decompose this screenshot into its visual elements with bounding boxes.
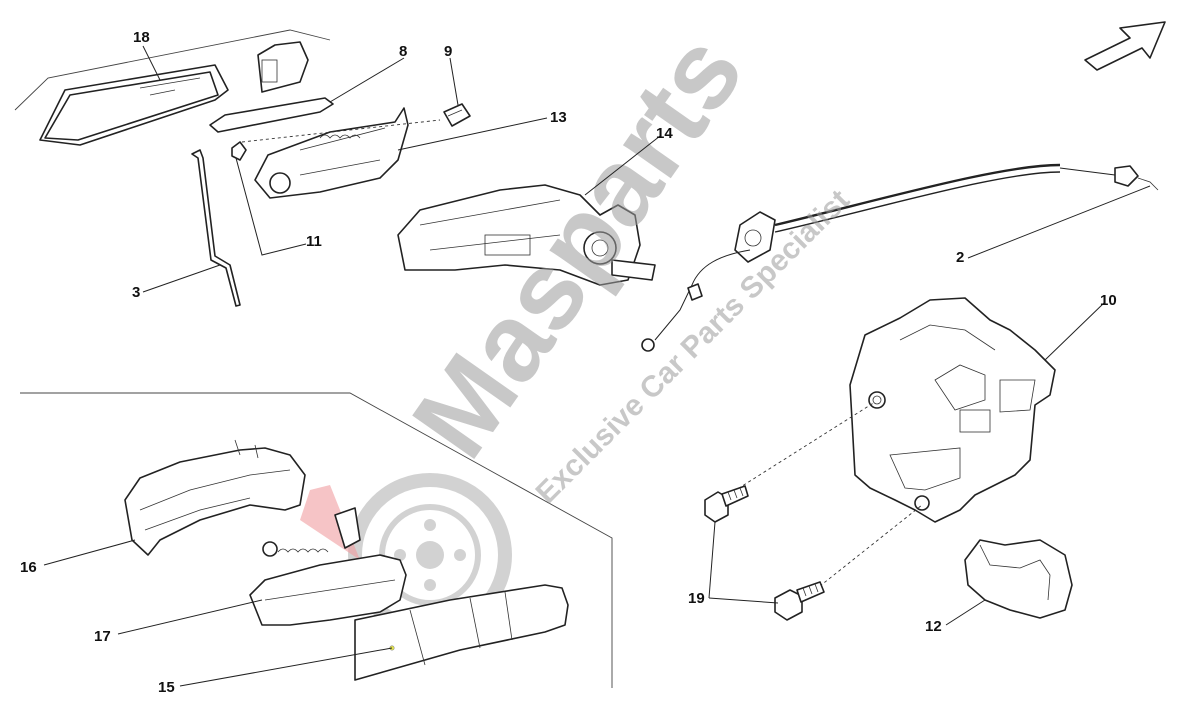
part-8-seal <box>209 97 334 133</box>
callout-14: 14 <box>656 125 673 142</box>
callout-12: 12 <box>925 618 942 635</box>
callout-3: 3 <box>132 284 140 301</box>
part-16-handle-housing <box>124 439 306 556</box>
arrow-up-right-icon <box>1084 21 1166 71</box>
part-15-outer-handle <box>354 584 569 681</box>
part-10-door-lock <box>849 297 1056 523</box>
part-13-handle-frame <box>254 107 409 199</box>
part-19-screw-upper <box>704 485 749 523</box>
part-11-clip <box>231 141 247 161</box>
callout-16: 16 <box>20 559 37 576</box>
callout-19: 19 <box>688 590 705 607</box>
part-bracket <box>257 41 309 93</box>
part-2-cable <box>641 163 1159 352</box>
callout-17: 17 <box>94 628 111 645</box>
callout-labels: 18 8 9 13 14 11 3 2 10 16 17 15 19 12 <box>20 29 1117 696</box>
part-12-cover <box>964 539 1073 619</box>
callout-15: 15 <box>158 679 175 696</box>
leader-lines <box>43 45 1151 687</box>
part-14-handle-carrier <box>397 184 656 286</box>
callout-2: 2 <box>956 249 964 266</box>
part-18-handle-cover <box>39 64 229 146</box>
part-3-rod <box>191 149 241 307</box>
callout-13: 13 <box>550 109 567 126</box>
callout-8: 8 <box>399 43 407 60</box>
callout-18: 18 <box>133 29 150 46</box>
callout-11: 11 <box>306 233 322 250</box>
watermark: Masparts Exclusive Car Parts Specialist <box>300 13 856 637</box>
callout-9: 9 <box>444 43 452 60</box>
part-9-clip <box>443 103 471 127</box>
diagram-frame-lines <box>14 29 613 688</box>
part-17-handle-mechanism <box>249 507 407 626</box>
part-19-screw-lower <box>774 581 825 621</box>
callout-10: 10 <box>1100 292 1117 309</box>
